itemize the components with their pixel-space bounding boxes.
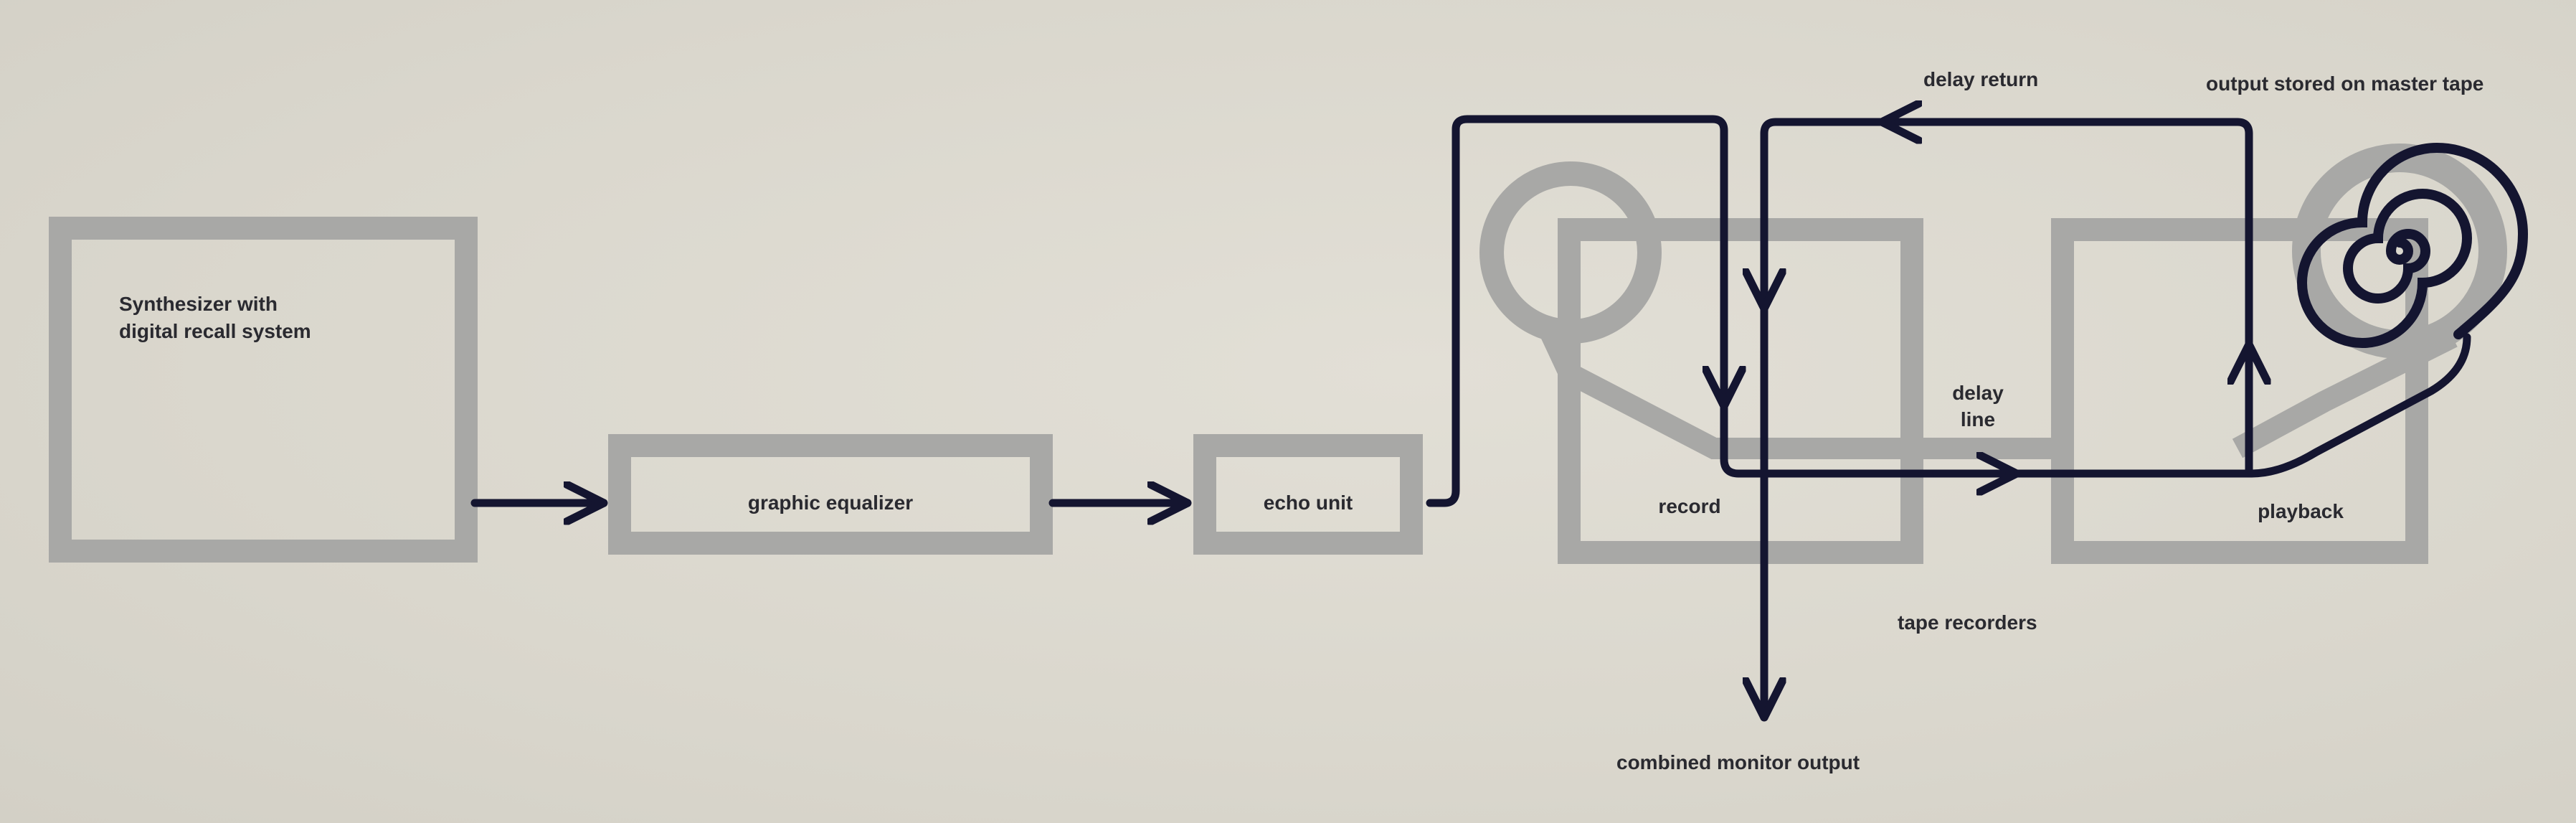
playback-tape-path <box>2232 327 2458 458</box>
master-tape-spiral <box>2297 142 2529 348</box>
delay-line-label-line2: line <box>1961 408 1995 431</box>
record-label: record <box>1658 495 1720 517</box>
signal-echo-to-record <box>1426 115 1724 507</box>
record-supply-reel <box>1479 161 1662 344</box>
playback-label: playback <box>2258 500 2344 522</box>
record-tape-path <box>1539 325 2065 459</box>
synthesizer-label-line2: digital recall system <box>119 320 311 342</box>
tape-recorders-label: tape recorders <box>1898 611 2037 634</box>
signal-delay-return-cont <box>1764 118 1886 313</box>
delay-line-label-line1: delay <box>1952 382 2004 404</box>
synthesizer-box <box>49 217 478 563</box>
graphic-equalizer-box <box>608 434 1053 555</box>
echo-unit-label: echo unit <box>1264 492 1353 514</box>
signal-delay-line-cont <box>2014 333 2471 478</box>
delay-return-label: delay return <box>1923 68 2038 90</box>
playback-deck-box <box>2051 218 2428 564</box>
record-deck-box <box>1558 218 1923 564</box>
monitor-output-label: combined monitor output <box>1616 751 1860 773</box>
graphic-equalizer-label: graphic equalizer <box>748 492 913 514</box>
echo-unit-box <box>1193 434 1423 555</box>
master-tape-label: output stored on master tape <box>2206 72 2483 95</box>
synthesizer-label-line1: Synthesizer with <box>119 293 278 315</box>
signal-delay-return <box>1877 122 2253 349</box>
signal-delay-line <box>1720 402 2022 478</box>
